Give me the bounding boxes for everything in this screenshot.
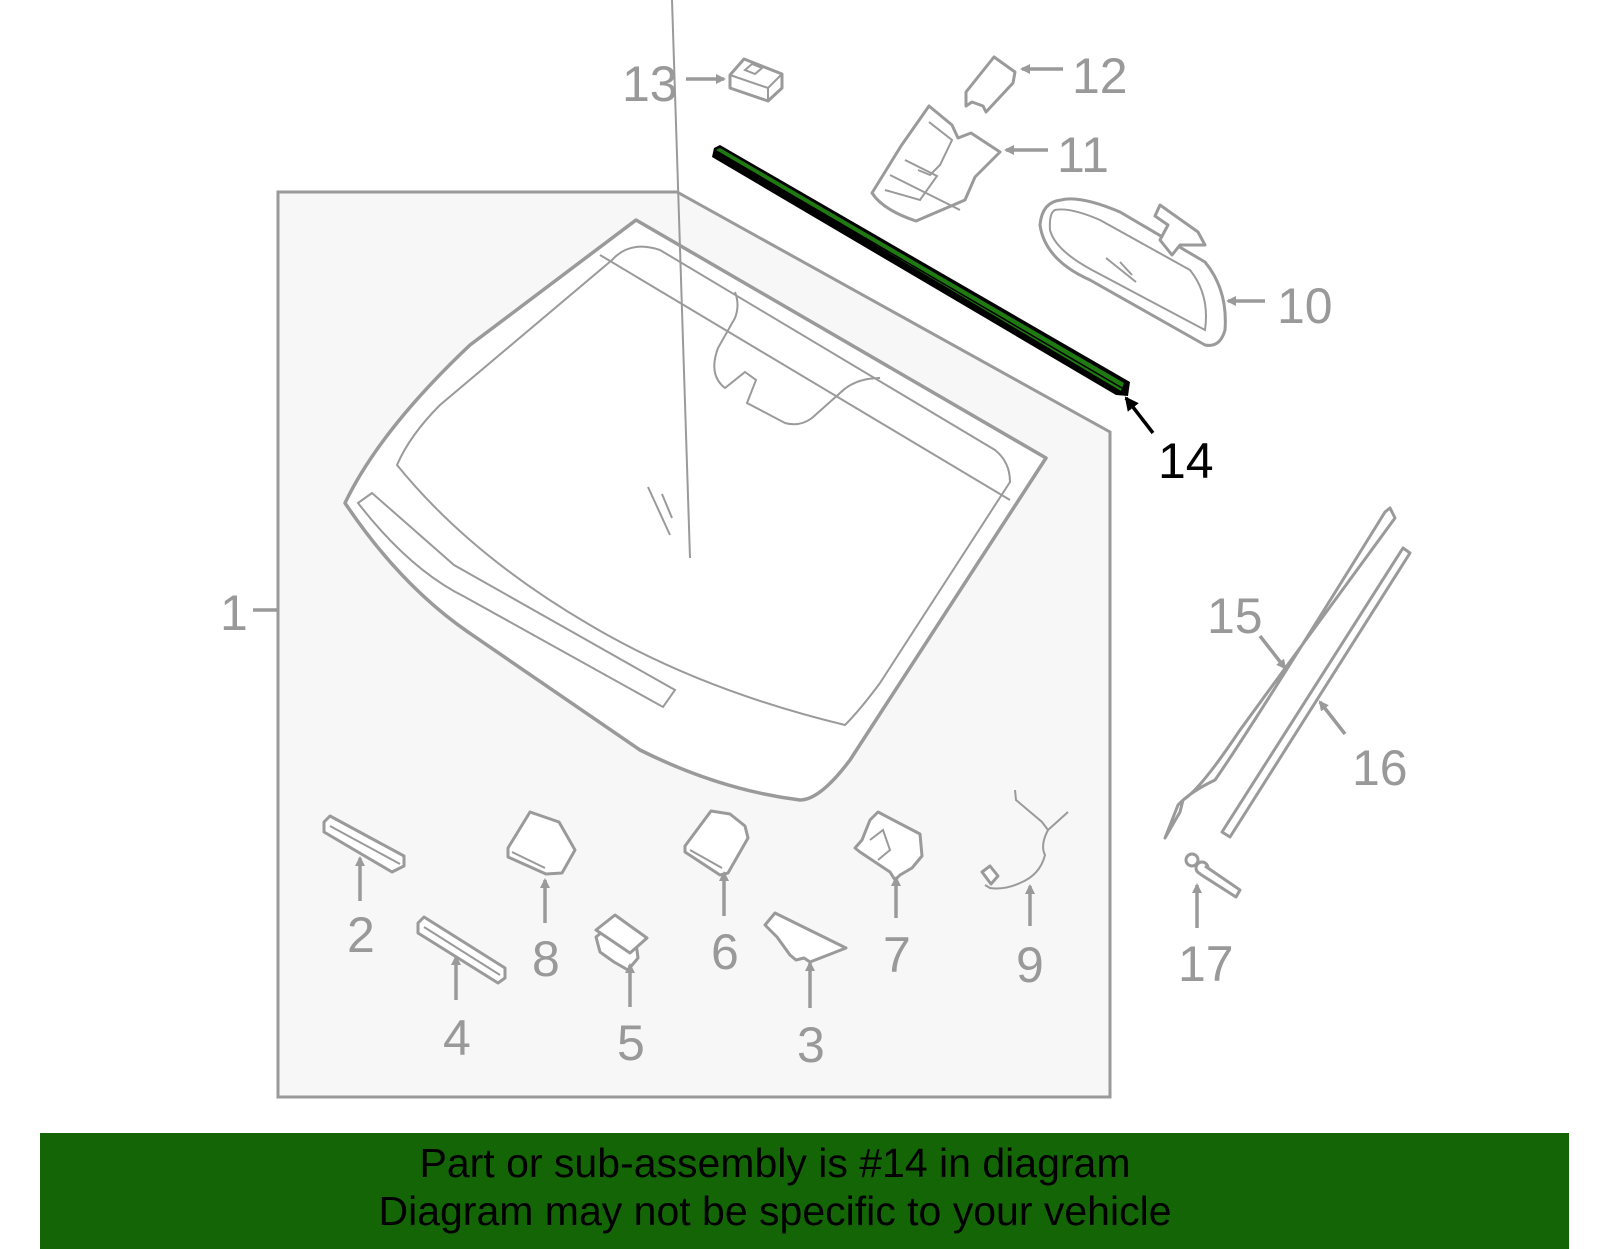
part-10-rearview-mirror-icon: 10 — [1038, 197, 1333, 347]
part-3-bracket-icon: 3 — [763, 911, 848, 1073]
callout-16[interactable]: 16 — [1352, 740, 1408, 796]
windshield-glass-icon — [343, 0, 1048, 802]
callout-15[interactable]: 15 — [1207, 588, 1263, 644]
callout-5[interactable]: 5 — [617, 1015, 645, 1071]
callout-1[interactable]: 1 — [220, 585, 248, 641]
callout-8[interactable]: 8 — [532, 931, 560, 987]
part-11-mount-bracket-icon: 11 — [870, 104, 1109, 223]
callout-6[interactable]: 6 — [711, 924, 739, 980]
banner-part-text: Part or sub-assembly is #14 in diagram — [419, 1140, 1131, 1186]
callout-17[interactable]: 17 — [1178, 936, 1234, 992]
callout-2[interactable]: 2 — [347, 907, 375, 963]
callout-10[interactable]: 10 — [1277, 278, 1333, 334]
callout-13[interactable]: 13 — [622, 56, 678, 112]
part-9-wiring-harness-icon: 9 — [980, 789, 1069, 993]
part-5-clip-icon: 5 — [594, 913, 649, 1071]
part-17-fastener-icon: 17 — [1178, 852, 1242, 992]
callout-11[interactable]: 11 — [1057, 127, 1109, 183]
part-14-highlighted-molding[interactable]: 14 — [712, 145, 1214, 489]
callout-3[interactable]: 3 — [797, 1017, 825, 1073]
callout-4[interactable]: 4 — [443, 1010, 471, 1066]
part-13-clip-icon: 13 — [622, 56, 784, 112]
callout-12[interactable]: 12 — [1072, 48, 1128, 104]
part-12-cover-icon: 12 — [964, 48, 1128, 114]
callout-7[interactable]: 7 — [883, 927, 911, 983]
part-8-sensor-pad-icon: 8 — [506, 810, 577, 987]
callout-14[interactable]: 14 — [1158, 433, 1214, 489]
banner-disclaimer-text: Diagram may not be specific to your vehi… — [378, 1188, 1172, 1234]
part-2-clip-icon: 2 — [322, 814, 406, 963]
part-15-pillar-trim-icon: 15 — [1163, 506, 1397, 840]
info-banner: Part or sub-assembly is #14 in diagram D… — [40, 1133, 1569, 1249]
part-6-cover-icon: 6 — [683, 809, 750, 980]
callout-9[interactable]: 9 — [1016, 937, 1044, 993]
part-7-mount-clip-icon: 7 — [853, 810, 924, 983]
part-16-molding-strip-icon: 16 — [1220, 546, 1412, 839]
part-4-strip-icon: 4 — [416, 915, 507, 1066]
